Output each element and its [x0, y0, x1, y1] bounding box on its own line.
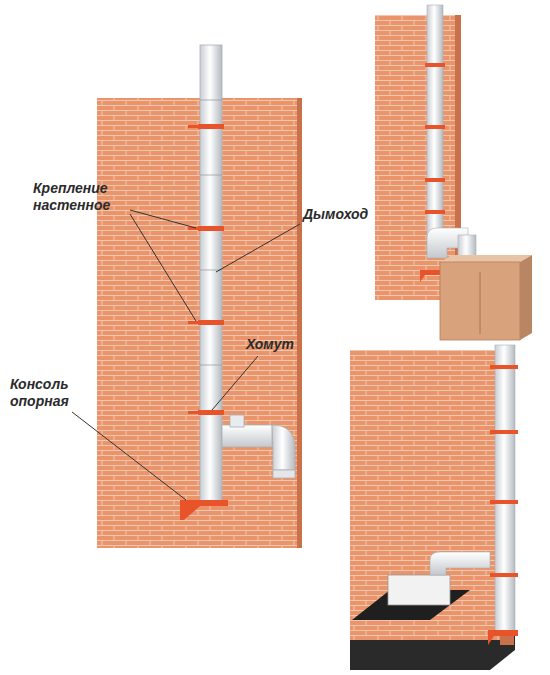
- leader-line: [72, 210, 300, 500]
- part-label: Дымоход: [303, 206, 413, 223]
- part-label: Крепление настенное: [33, 180, 129, 214]
- part-label: Консоль опорная: [10, 376, 88, 410]
- wall-mount: [180, 124, 228, 520]
- chimney-pipe: [200, 45, 222, 505]
- brick-wall: [97, 98, 297, 548]
- part-label: Хомут: [246, 336, 336, 353]
